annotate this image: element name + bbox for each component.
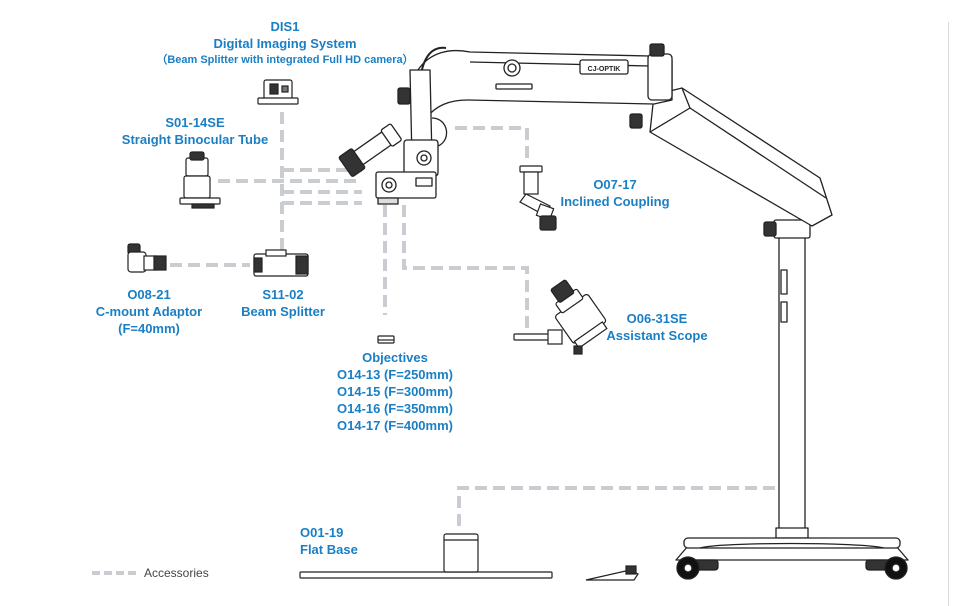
label-s1102-code: S11-02 — [262, 287, 304, 302]
label-s0114se: S01-14SE Straight Binocular Tube — [110, 114, 280, 148]
head-binocular — [338, 123, 402, 177]
label-s1102-name: Beam Splitter — [241, 304, 325, 319]
label-o0119: O01-19 Flat Base — [300, 524, 358, 558]
label-dis1-code: DIS1 — [270, 19, 300, 34]
label-o0821: O08-21 C-mount Adaptor (F=40mm) — [84, 286, 214, 337]
binocular-tube-drawing — [179, 151, 221, 209]
accessory-connectors — [170, 112, 775, 528]
legend-dash-swatch — [92, 571, 136, 575]
foot-pedal-drawing — [585, 565, 639, 581]
label-s0114se-name: Straight Binocular Tube — [121, 132, 269, 147]
page-edge-line — [948, 22, 949, 606]
label-o0821-name: C-mount Adaptor — [95, 304, 203, 319]
label-objective-item: O14-17 (F=400mm) — [337, 418, 453, 433]
dis1-camera-drawing — [257, 79, 299, 105]
label-o0717: O07-17 Inclined Coupling — [550, 176, 680, 210]
beam-splitter-drawing — [253, 249, 309, 277]
stand-top-arm — [417, 49, 673, 119]
connector-base — [457, 486, 775, 528]
label-objective-item: O14-16 (F=350mm) — [337, 401, 453, 416]
label-o0821-spec: (F=40mm) — [118, 321, 180, 336]
label-s1102: S11-02 Beam Splitter — [228, 286, 338, 320]
microscope-stand: CJ-OPTIK — [338, 43, 909, 580]
label-o0631se: O06-31SE Assistant Scope — [594, 310, 720, 344]
legend-text: Accessories — [144, 566, 209, 580]
label-dis1-name: Digital Imaging System — [213, 36, 357, 51]
label-o0717-name: Inclined Coupling — [560, 194, 670, 209]
label-objectives: Objectives O14-13 (F=250mm) O14-15 (F=30… — [320, 349, 470, 434]
label-o0119-name: Flat Base — [300, 542, 358, 557]
flat-base-drawing — [299, 533, 553, 579]
label-dis1: DIS1 Digital Imaging System （Beam Splitt… — [130, 18, 440, 69]
label-dis1-note: （Beam Splitter with integrated Full HD c… — [156, 54, 414, 66]
inclined-coupling-drawing — [519, 165, 557, 231]
cmount-adaptor-drawing — [127, 243, 167, 273]
assistant-scope-drawing — [513, 279, 608, 355]
label-o0717-code: O07-17 — [593, 177, 637, 192]
stand-column — [778, 221, 806, 533]
label-objective-item: O14-13 (F=250mm) — [337, 367, 453, 382]
label-s0114se-code: S01-14SE — [165, 115, 225, 130]
label-o0631se-name: Assistant Scope — [606, 328, 708, 343]
legend: Accessories — [92, 566, 209, 580]
label-o0119-code: O01-19 — [300, 525, 344, 540]
objective-lens-drawing — [377, 335, 395, 344]
label-o0631se-code: O06-31SE — [626, 311, 688, 326]
label-objectives-title: Objectives — [362, 350, 428, 365]
connector-coupling — [455, 126, 529, 162]
label-o0821-code: O08-21 — [127, 287, 171, 302]
brand-logo: CJ-OPTIK — [588, 66, 621, 73]
label-objective-item: O14-15 (F=300mm) — [337, 384, 453, 399]
connector-assistant — [402, 205, 529, 330]
